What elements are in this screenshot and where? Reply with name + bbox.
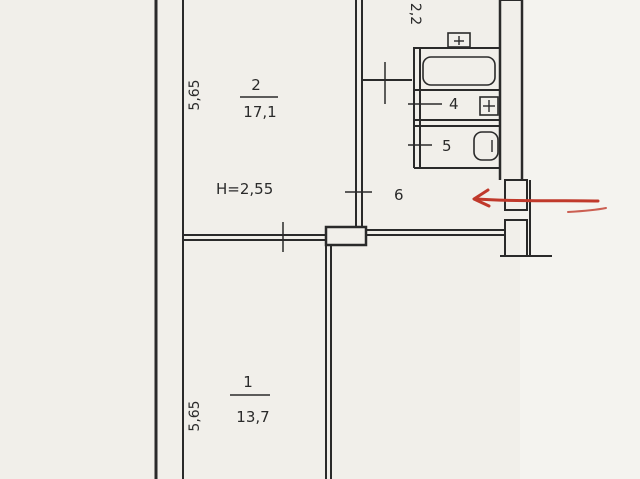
room-5-label: 5 (442, 137, 452, 155)
room-2-label: 2 17,1 (240, 76, 278, 121)
room-1-label: 1 13,7 (230, 373, 270, 426)
bathroom-block (362, 47, 501, 169)
room-4-label: 4 (449, 95, 459, 113)
room-2-area: 17,1 (243, 103, 276, 121)
sink-icon (447, 32, 471, 48)
room-1-number: 1 (243, 373, 253, 391)
arrow-marker (472, 188, 607, 213)
dimension-lower: 5,65 (187, 400, 203, 431)
interior-wall-vertical (325, 245, 332, 479)
interior-wall-horizontal (183, 222, 505, 252)
column-block (324, 225, 368, 247)
paper-highlight (520, 0, 640, 479)
room-1-area: 13,7 (236, 408, 269, 426)
dimension-top-partial: 2,2 (407, 3, 423, 25)
ceiling-height-label: H=2,55 (216, 180, 273, 198)
bathtub-icon (422, 56, 496, 86)
toilet-icon (473, 131, 499, 161)
corridor-partition (345, 0, 372, 227)
sink-icon (479, 96, 499, 116)
dimension-upper: 5,65 (187, 79, 203, 110)
room-6-label: 6 (394, 186, 404, 204)
room-2-number: 2 (251, 76, 261, 94)
